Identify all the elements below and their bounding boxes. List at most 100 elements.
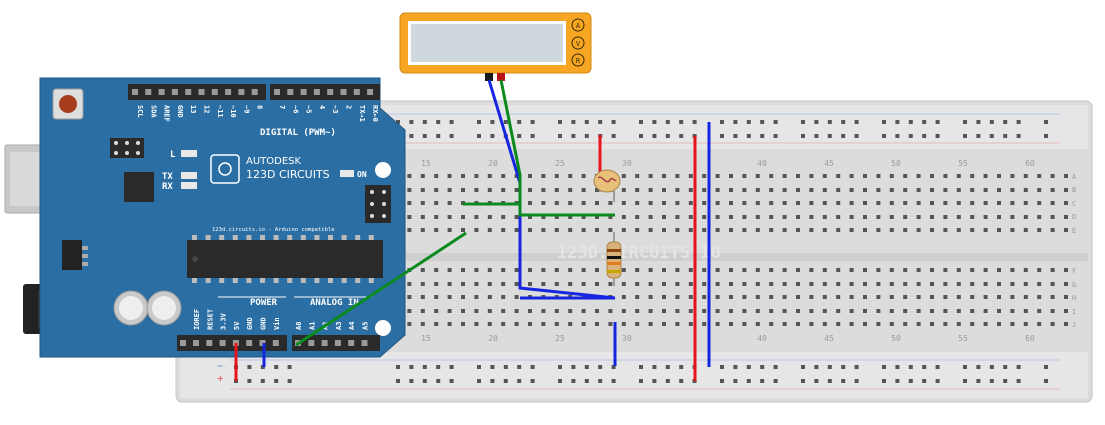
breadboard-hole[interactable] xyxy=(568,174,573,178)
rail-hole[interactable] xyxy=(1044,134,1048,138)
breadboard-hole[interactable] xyxy=(769,322,774,326)
breadboard-hole[interactable] xyxy=(916,282,921,286)
breadboard-hole[interactable] xyxy=(956,188,961,192)
breadboard-hole[interactable] xyxy=(970,174,975,178)
rail-hole[interactable] xyxy=(922,134,927,138)
breadboard-hole[interactable] xyxy=(487,215,492,219)
breadboard-hole[interactable] xyxy=(729,215,733,219)
breadboard-hole[interactable] xyxy=(836,309,841,313)
breadboard-hole[interactable] xyxy=(970,215,975,219)
breadboard-hole[interactable] xyxy=(822,188,827,192)
breadboard-hole[interactable] xyxy=(916,295,921,299)
breadboard-hole[interactable] xyxy=(903,188,908,192)
breadboard-hole[interactable] xyxy=(420,268,425,272)
breadboard-hole[interactable] xyxy=(461,282,465,286)
breadboard-hole[interactable] xyxy=(541,228,546,232)
breadboard-hole[interactable] xyxy=(702,174,707,178)
breadboard-hole[interactable] xyxy=(662,188,666,192)
breadboard-hole[interactable] xyxy=(755,201,760,205)
breadboard-hole[interactable] xyxy=(702,268,707,272)
rail-hole[interactable] xyxy=(477,120,481,124)
rail-hole[interactable] xyxy=(679,134,684,138)
breadboard-hole[interactable] xyxy=(581,228,586,232)
breadboard-hole[interactable] xyxy=(420,228,425,232)
breadboard-hole[interactable] xyxy=(715,282,720,286)
rail-hole[interactable] xyxy=(517,120,522,124)
breadboard-hole[interactable] xyxy=(1023,295,1028,299)
breadboard-hole[interactable] xyxy=(997,215,1001,219)
breadboard-hole[interactable] xyxy=(889,188,894,192)
rail-hole[interactable] xyxy=(720,120,724,124)
breadboard-hole[interactable] xyxy=(782,295,787,299)
breadboard-hole[interactable] xyxy=(1010,188,1015,192)
rail-hole[interactable] xyxy=(571,365,576,369)
rail-hole[interactable] xyxy=(1044,379,1048,383)
breadboard-hole[interactable] xyxy=(420,282,425,286)
breadboard-hole[interactable] xyxy=(943,309,948,313)
breadboard-hole[interactable] xyxy=(809,322,814,326)
breadboard-hole[interactable] xyxy=(916,174,921,178)
breadboard-hole[interactable] xyxy=(903,201,908,205)
rail-hole[interactable] xyxy=(247,365,252,369)
breadboard-hole[interactable] xyxy=(568,201,573,205)
breadboard-hole[interactable] xyxy=(863,228,867,232)
breadboard-hole[interactable] xyxy=(648,188,653,192)
breadboard-hole[interactable] xyxy=(943,174,948,178)
multimeter[interactable]: A V R xyxy=(399,12,592,81)
breadboard-hole[interactable] xyxy=(1064,309,1068,313)
breadboard-hole[interactable] xyxy=(1023,309,1028,313)
breadboard-hole[interactable] xyxy=(715,228,720,232)
header-pin[interactable] xyxy=(334,340,341,346)
breadboard-hole[interactable] xyxy=(595,268,599,272)
breadboard-hole[interactable] xyxy=(501,282,506,286)
breadboard-hole[interactable] xyxy=(648,322,653,326)
breadboard-hole[interactable] xyxy=(755,228,760,232)
rail-hole[interactable] xyxy=(409,379,414,383)
breadboard-hole[interactable] xyxy=(514,282,519,286)
header-pin[interactable] xyxy=(340,89,347,95)
breadboard-hole[interactable] xyxy=(675,282,680,286)
breadboard-hole[interactable] xyxy=(916,268,921,272)
rail-hole[interactable] xyxy=(908,120,913,124)
rail-hole[interactable] xyxy=(396,365,400,369)
breadboard-hole[interactable] xyxy=(688,215,693,219)
rail-hole[interactable] xyxy=(746,379,751,383)
breadboard-hole[interactable] xyxy=(434,268,439,272)
rail-hole[interactable] xyxy=(639,134,643,138)
breadboard-hole[interactable] xyxy=(836,174,841,178)
rail-hole[interactable] xyxy=(517,379,522,383)
breadboard-hole[interactable] xyxy=(769,228,774,232)
breadboard-hole[interactable] xyxy=(461,228,465,232)
breadboard-hole[interactable] xyxy=(930,295,934,299)
breadboard-hole[interactable] xyxy=(688,201,693,205)
breadboard-hole[interactable] xyxy=(863,295,867,299)
breadboard-hole[interactable] xyxy=(1037,295,1042,299)
header-pin[interactable] xyxy=(287,89,294,95)
breadboard-hole[interactable] xyxy=(1037,201,1042,205)
breadboard-hole[interactable] xyxy=(474,282,479,286)
rail-hole[interactable] xyxy=(422,365,427,369)
rail-hole[interactable] xyxy=(746,120,751,124)
wires[interactable] xyxy=(234,79,711,381)
breadboard-hole[interactable] xyxy=(447,228,452,232)
breadboard-hole[interactable] xyxy=(635,268,640,272)
rail-hole[interactable] xyxy=(449,120,454,124)
breadboard-hole[interactable] xyxy=(729,188,733,192)
breadboard-hole[interactable] xyxy=(447,268,452,272)
breadboard-hole[interactable] xyxy=(876,322,881,326)
breadboard-hole[interactable] xyxy=(903,215,908,219)
breadboard-hole[interactable] xyxy=(715,295,720,299)
reset-button-cap[interactable] xyxy=(59,95,77,113)
breadboard-hole[interactable] xyxy=(568,215,573,219)
breadboard-hole[interactable] xyxy=(729,322,733,326)
breadboard-hole[interactable] xyxy=(849,174,854,178)
breadboard-hole[interactable] xyxy=(1037,215,1042,219)
rail-hole[interactable] xyxy=(1003,365,1008,369)
breadboard-hole[interactable] xyxy=(447,282,452,286)
breadboard-hole[interactable] xyxy=(675,228,680,232)
digital-header-right[interactable] xyxy=(270,84,380,100)
rail-hole[interactable] xyxy=(530,134,535,138)
breadboard-hole[interactable] xyxy=(970,282,975,286)
breadboard-hole[interactable] xyxy=(581,322,586,326)
breadboard-hole[interactable] xyxy=(822,228,827,232)
